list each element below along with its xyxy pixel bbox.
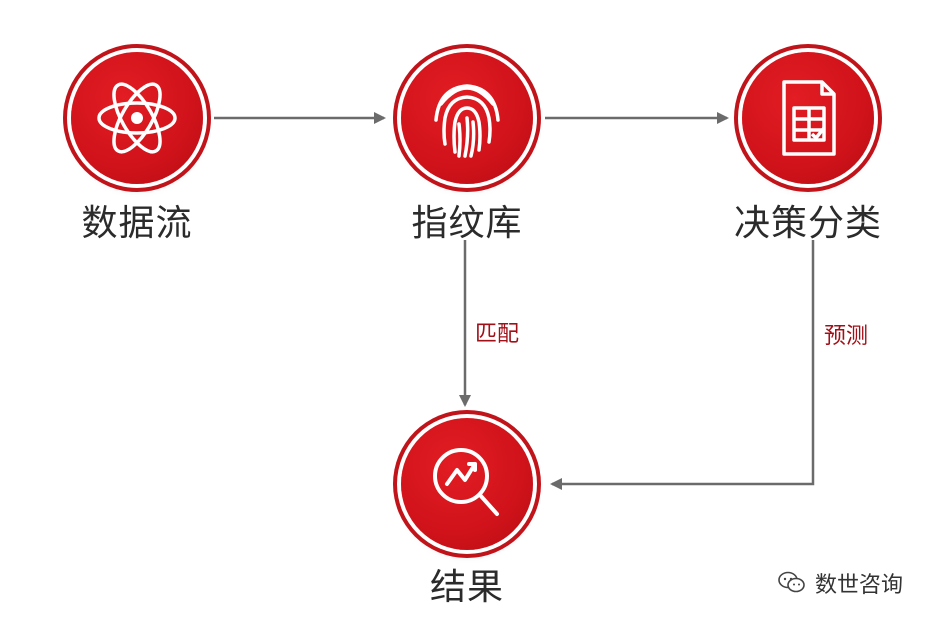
watermark: 数世咨询 xyxy=(777,567,903,599)
edge-label-predict: 预测 xyxy=(824,324,869,349)
node-label-data-stream: 数据流 xyxy=(81,203,193,244)
spreadsheet-icon xyxy=(782,80,836,156)
search-trend-icon xyxy=(433,448,499,516)
node-fingerprint-db xyxy=(401,52,533,184)
node-label-decision-classification: 决策分类 xyxy=(733,203,883,244)
node-decision-classification xyxy=(742,52,874,184)
arrow-decision-to-result xyxy=(550,240,815,490)
node-data-stream xyxy=(71,52,203,184)
watermark-text: 数世咨询 xyxy=(814,573,903,598)
atom-icon xyxy=(97,82,177,154)
wechat-icon xyxy=(778,571,805,593)
node-label-fingerprint-db: 指纹库 xyxy=(411,203,523,244)
node-result xyxy=(401,418,533,550)
edge-label-match: 匹配 xyxy=(475,322,520,347)
fingerprint-icon xyxy=(434,84,500,158)
node-label-result: 结果 xyxy=(429,567,505,608)
